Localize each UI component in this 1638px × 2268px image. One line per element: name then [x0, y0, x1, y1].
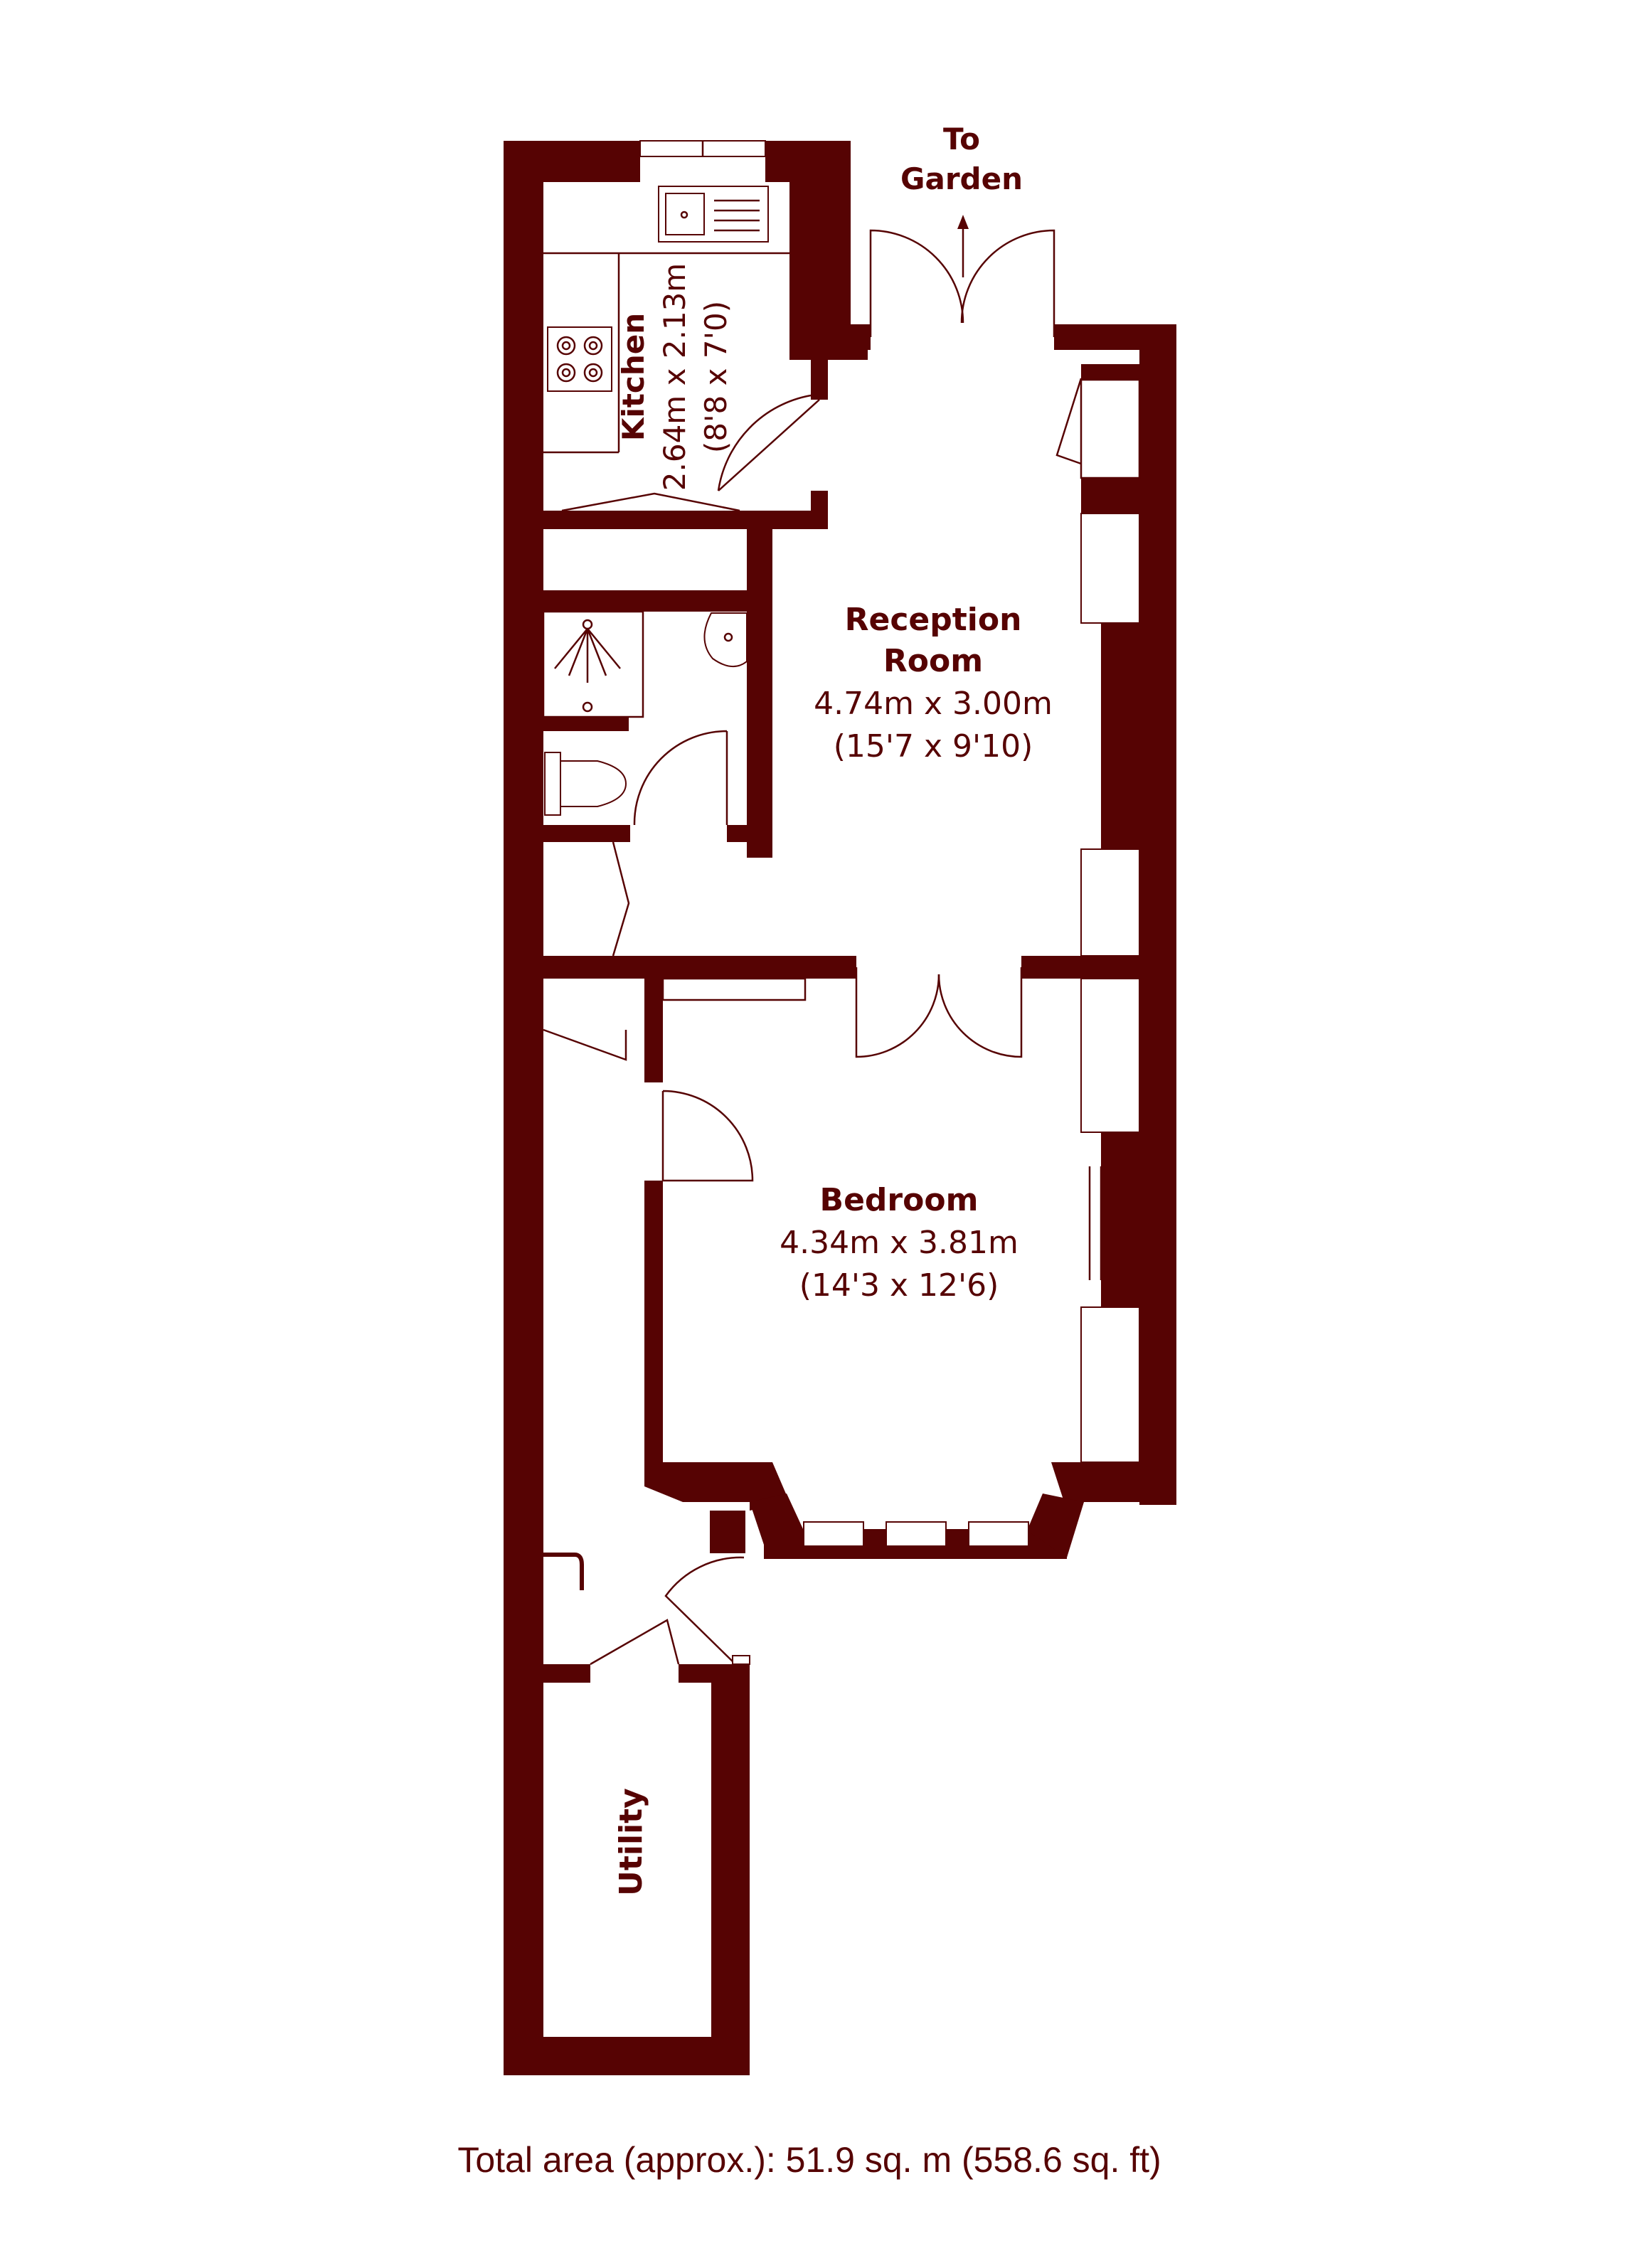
wall-hall-left-jamb — [504, 1542, 543, 1555]
wall-bath-door-jamb — [727, 825, 772, 842]
sink-icon — [658, 186, 769, 243]
bay-window-left-segment — [750, 1494, 804, 1558]
reception-cupboard — [1080, 378, 1141, 479]
hob-icon — [547, 326, 612, 392]
hall-hook — [543, 1553, 584, 1590]
wall-right-inner-b — [1081, 478, 1139, 513]
kitchen-door — [717, 394, 820, 491]
wall-right-bed-chimney — [1101, 1132, 1139, 1307]
wall-bedroom-bottom-left — [644, 1462, 789, 1511]
utility-door — [590, 1619, 680, 1666]
wall-utility-right — [711, 1664, 750, 2075]
bay-window-pane-1 — [803, 1521, 864, 1547]
bedroom-window-lower — [1080, 1306, 1140, 1463]
bay-window-pane-2 — [886, 1521, 947, 1547]
wall-left-outer — [504, 141, 543, 2075]
reception-window-upper — [1080, 513, 1140, 624]
wall-bath-left-step — [504, 612, 543, 733]
wall-bath-top — [504, 590, 772, 612]
wall-bedroom-bottom-right — [1051, 1462, 1176, 1511]
arrow-up-icon — [957, 215, 969, 277]
toilet-icon — [544, 752, 627, 816]
wall-bath-mid — [543, 717, 629, 731]
bedroom-french-door-right — [937, 967, 1023, 1058]
wall-divider-right — [1021, 956, 1176, 979]
bathroom-door — [633, 730, 728, 826]
garden-door-left — [869, 229, 964, 337]
kitchen-imperial: (8'8 x 7'0) — [698, 301, 733, 453]
wall-kitchen-right — [789, 141, 851, 326]
reception-window-lower — [1080, 848, 1140, 957]
bedroom-window-upper — [1080, 978, 1140, 1133]
wall-kitchen-door-jamb — [811, 360, 828, 400]
bedroom-name: Bedroom — [820, 1182, 979, 1218]
wall-right-chimney — [1101, 623, 1139, 849]
to-label: To — [943, 122, 980, 156]
shower-icon — [542, 610, 644, 718]
reception-cupboard-door — [1055, 378, 1083, 465]
wall-bath-bottom — [504, 825, 630, 842]
wall-kitchen-top-left — [504, 141, 640, 182]
basin-icon — [703, 612, 748, 667]
labels: To Garden Kitchen 2.64m x 2.13m (8'8 x 7… — [457, 122, 1161, 2180]
garden-door-frame-left — [851, 324, 871, 350]
wall-bath-right — [747, 511, 772, 858]
reception-name-line2: Room — [883, 643, 983, 679]
wall-right-outer — [1139, 324, 1176, 1505]
garden-door-frame-right — [1054, 324, 1064, 350]
reception-metric: 4.74m x 3.00m — [814, 686, 1053, 722]
total-area-caption: Total area (approx.): 51.9 sq. m (558.6 … — [457, 2140, 1161, 2180]
wall-utility-top-left — [504, 1664, 590, 1683]
kitchen-metric: 2.64m x 2.13m — [657, 263, 692, 491]
wall-bay-block — [710, 1511, 745, 1553]
wall-divider-left — [504, 956, 856, 979]
wall-hall-inner-lower — [644, 1181, 663, 1486]
garden-label: Garden — [900, 161, 1023, 196]
bedroom-french-door-left — [855, 967, 940, 1058]
hall-cupboard-door — [543, 1028, 627, 1061]
entrance-door — [664, 1556, 745, 1663]
walls — [504, 141, 1176, 2075]
wall-kitchen-bottom — [543, 511, 828, 529]
wall-hall-top — [504, 979, 543, 1030]
wall-utility-bottom — [504, 2037, 750, 2075]
reception-imperial: (15'7 x 9'10) — [834, 728, 1033, 765]
fixtures — [542, 186, 1141, 1280]
bedroom-metric: 4.34m x 3.81m — [780, 1225, 1019, 1261]
utility-name: Utility — [613, 1788, 649, 1896]
wall-right-inner-a — [1081, 364, 1139, 380]
kitchen-name: Kitchen — [616, 313, 651, 441]
windows — [639, 140, 1140, 1463]
kitchen-labels: Kitchen 2.64m x 2.13m (8'8 x 7'0) — [616, 263, 733, 491]
bay-window-pane-3 — [968, 1521, 1029, 1547]
doors — [543, 229, 1055, 1666]
utility-labels: Utility — [613, 1788, 649, 1896]
bay-window-right-segment — [1027, 1494, 1084, 1558]
bedroom-wardrobe — [661, 977, 807, 1001]
bath-cupboard-door — [612, 841, 630, 957]
kitchen-bifold-door — [561, 492, 740, 512]
wall-hall-inner — [644, 979, 663, 1082]
bedroom-imperial: (14'3 x 12'6) — [799, 1267, 999, 1304]
bedroom-door — [661, 1090, 754, 1182]
garden-door-right — [960, 229, 1055, 337]
wall-entrance-post — [732, 1655, 750, 1665]
reception-name-line1: Reception — [845, 602, 1022, 638]
